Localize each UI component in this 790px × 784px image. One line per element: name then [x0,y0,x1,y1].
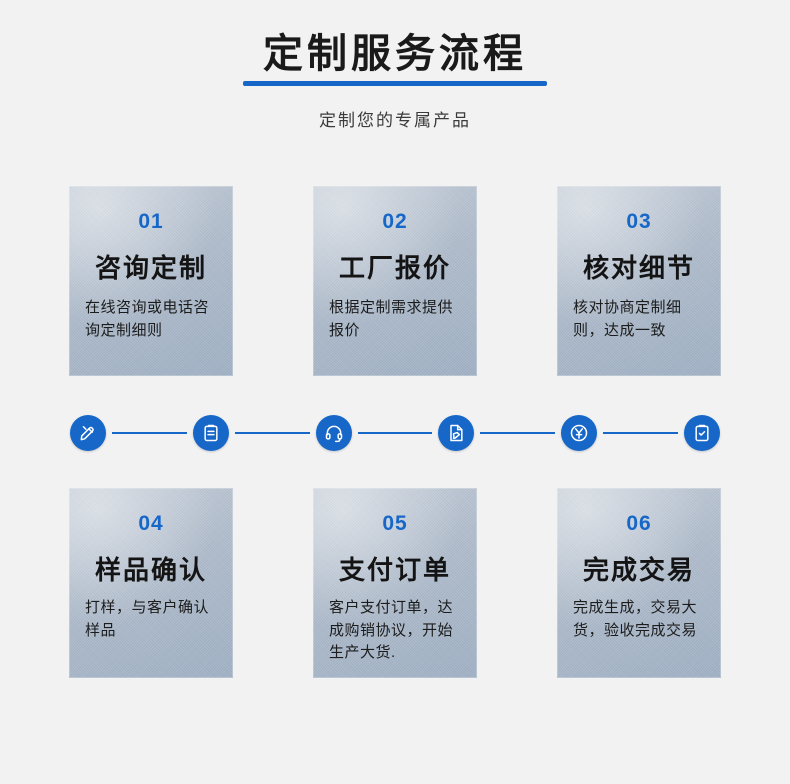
step-title: 工厂报价 [338,253,451,283]
connector-line [357,432,433,434]
clipboard-check-icon [683,415,720,451]
document-edit-icon [438,415,475,451]
connector-line [234,432,310,434]
step-title: 支付订单 [338,555,451,585]
step-description: 客户支付订单，达成购销协议，开始生产大货. [329,599,454,661]
step-card-01: 01 咨询定制 在线咨询或电话咨询定制细则 [69,186,233,376]
step-title: 咨询定制 [94,253,207,283]
pencil-ruler-icon [70,415,106,451]
step-title: 完成交易 [582,555,695,585]
step-number: 03 [626,210,652,233]
step-card-02: 02 工厂报价 根据定制需求提供报价 [313,186,477,376]
connector-line [112,432,187,434]
connector-inner [70,410,720,456]
step-description: 打样，与客户确认样品 [85,599,210,639]
page-header: 定制服务流程 定制您的专属产品 [0,0,790,131]
step-card-04: 04 样品确认 打样，与客户确认样品 [69,488,233,678]
step-number: 02 [382,210,408,233]
page-title: 定制服务流程 [263,32,527,76]
step-description: 完成生成，交易大货，验收完成交易 [573,599,698,639]
step-number: 01 [138,210,164,233]
step-card-05: 05 支付订单 客户支付订单，达成购销协议，开始生产大货. [313,488,477,678]
step-card-06: 06 完成交易 完成生成，交易大货，验收完成交易 [557,488,721,678]
step-card-03: 03 核对细节 核对协商定制细则，达成一致 [557,186,721,376]
step-number: 06 [626,512,652,535]
clipboard-icon [192,415,229,451]
headset-icon [315,415,352,451]
steps-row-bottom: 04 样品确认 打样，与客户确认样品 05 支付订单 客户支付订单，达成购销协议… [0,488,790,678]
step-number: 04 [138,512,164,535]
step-description: 根据定制需求提供报价 [329,299,454,339]
connector-line [480,432,556,434]
steps-row-top: 01 咨询定制 在线咨询或电话咨询定制细则 02 工厂报价 根据定制需求提供报价… [0,186,790,376]
step-title: 样品确认 [94,555,207,585]
step-description: 核对协商定制细则，达成一致 [573,299,682,339]
step-title: 核对细节 [582,253,695,283]
step-number: 05 [382,512,408,535]
title-underline [243,81,547,86]
yuan-currency-icon [561,415,598,451]
connector-line [603,432,678,434]
page-subtitle: 定制您的专属产品 [319,111,471,130]
step-description: 在线咨询或电话咨询定制细则 [85,299,210,339]
process-connector-strip [0,410,790,456]
page-title-wrap: 定制服务流程 [243,32,547,86]
